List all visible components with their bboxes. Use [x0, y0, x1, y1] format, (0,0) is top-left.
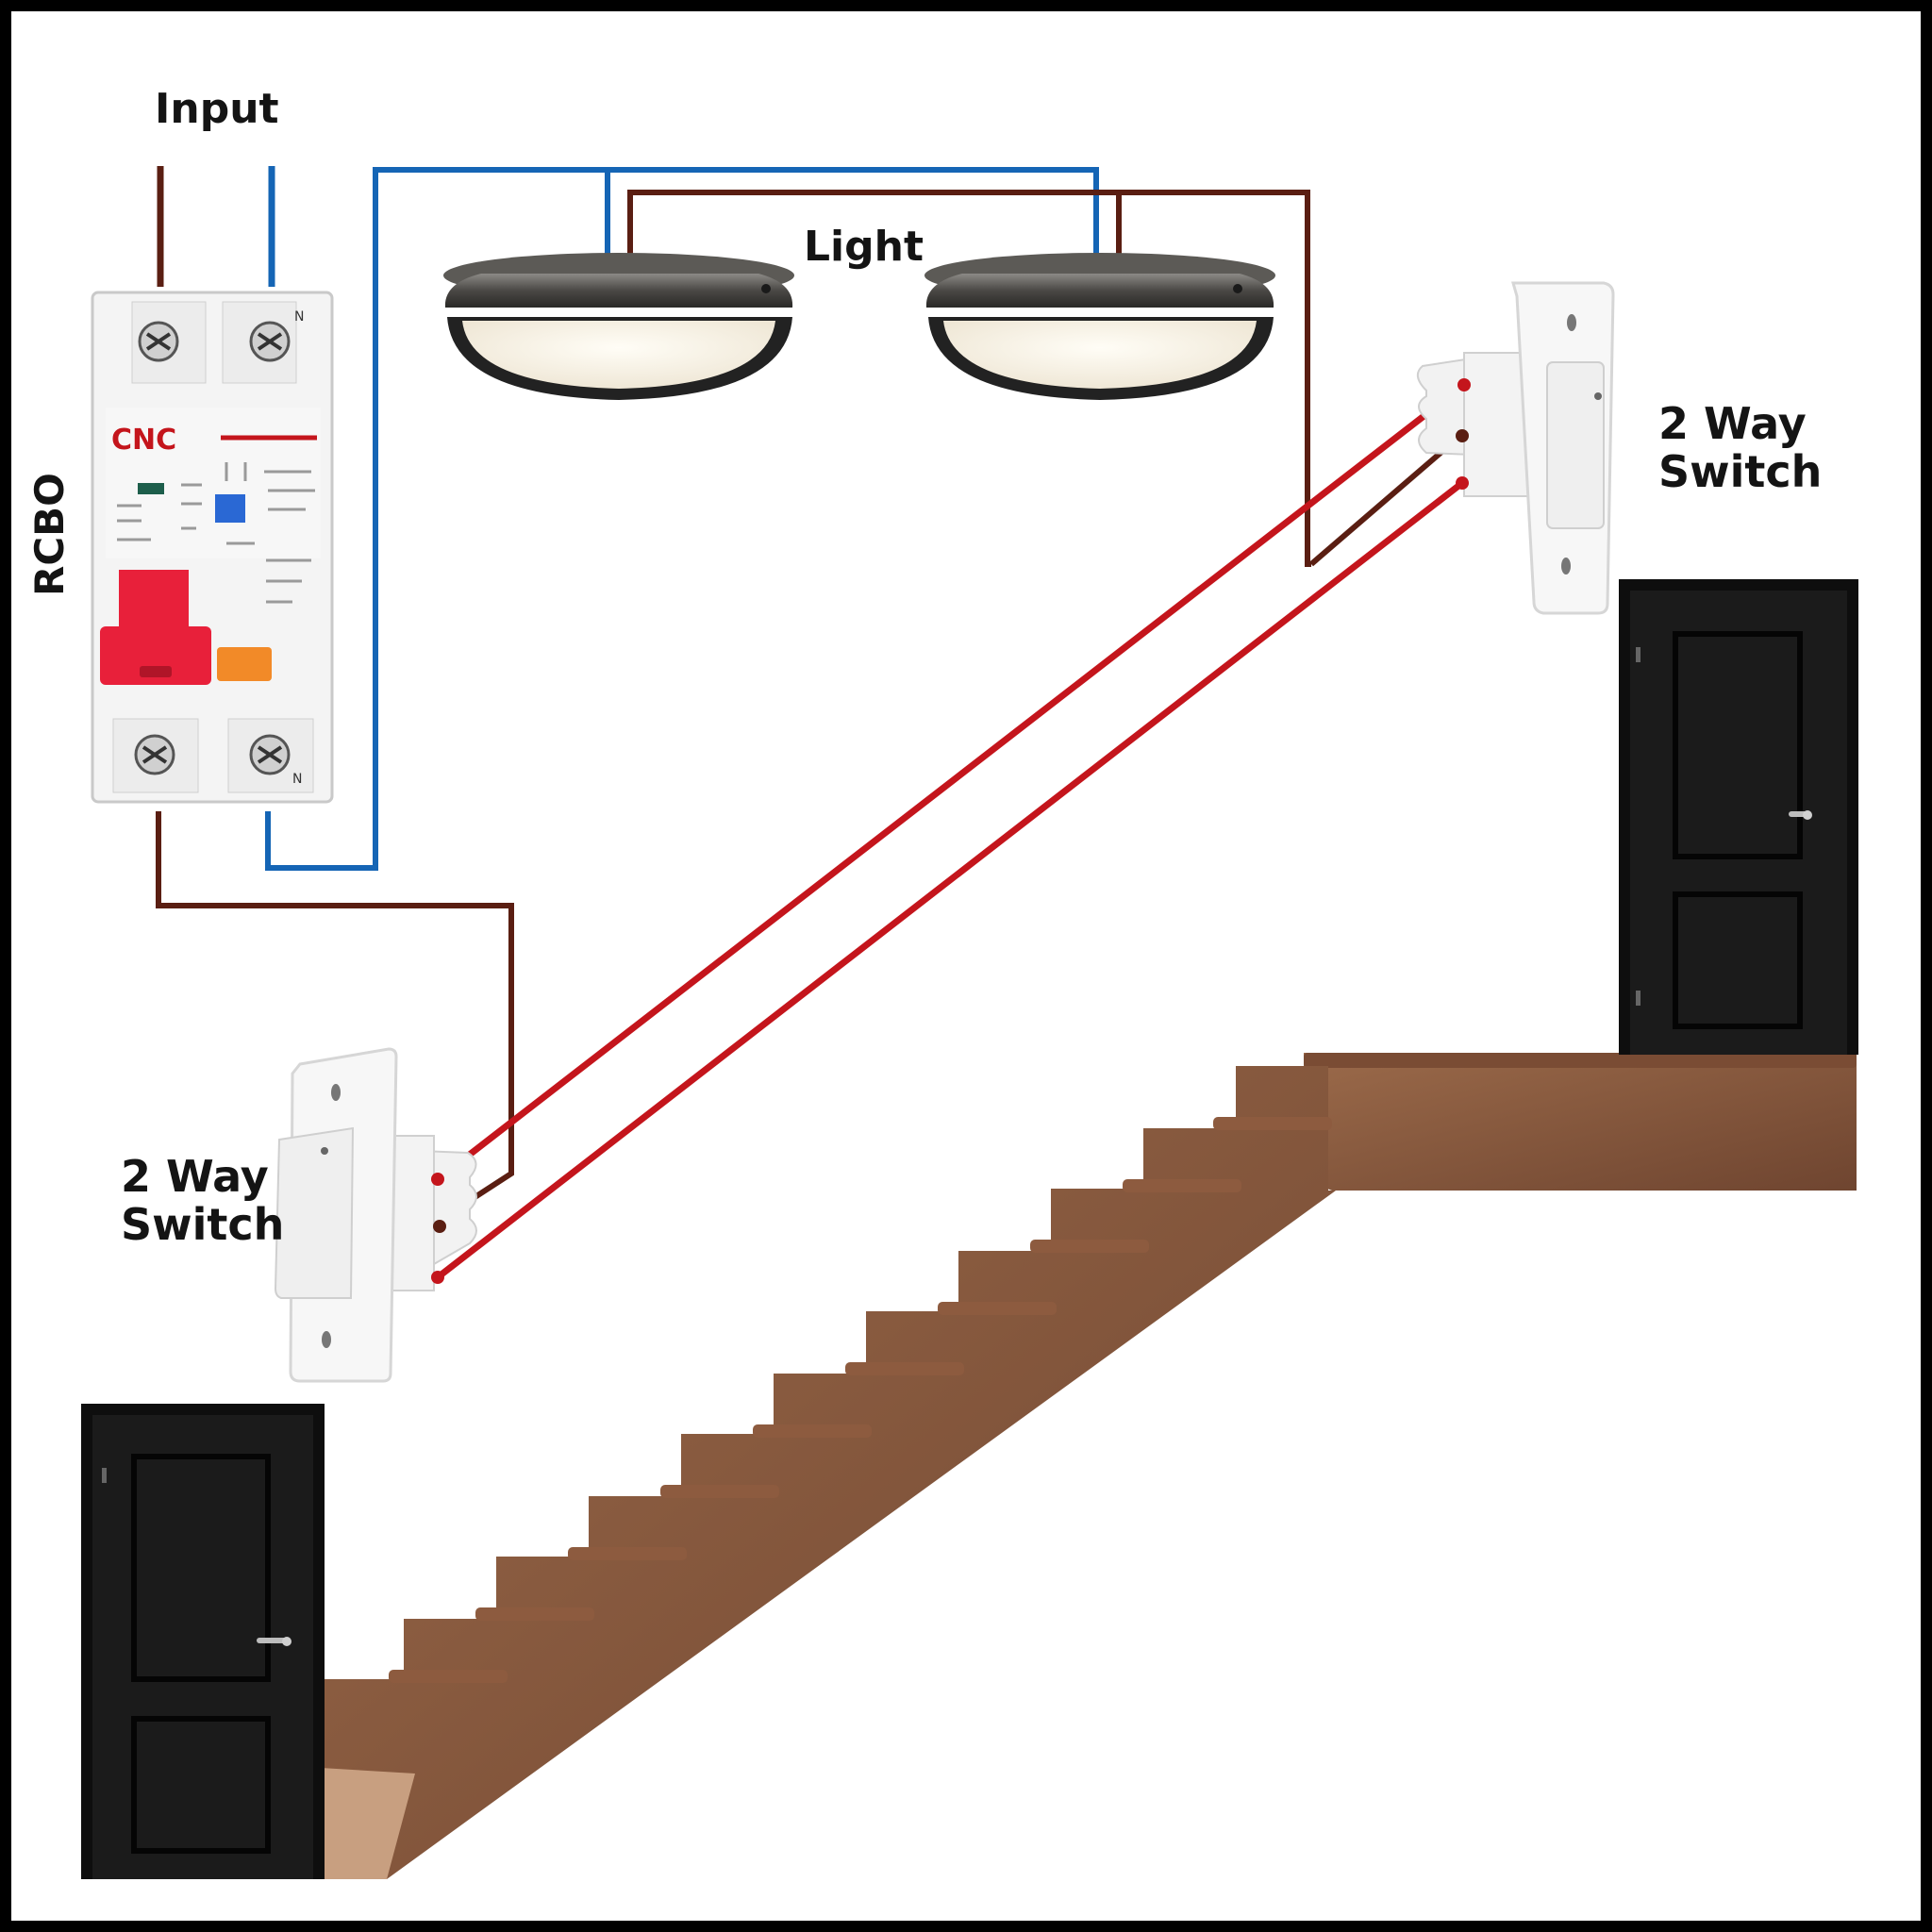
ceiling-light-left	[443, 253, 794, 400]
stair-steps	[321, 1066, 1336, 1879]
stair-landing-nosing	[1304, 1053, 1857, 1068]
wires	[156, 166, 1467, 1280]
switch-right-label-line2: Switch	[1658, 445, 1823, 497]
ceiling-light-right	[924, 253, 1275, 400]
rcbo-terminal-screw	[138, 321, 179, 362]
rcbo-test-button	[217, 647, 272, 681]
rcbo-terminal-screw	[249, 321, 291, 362]
switch-left-label: 2 Way Switch	[121, 1153, 284, 1248]
switch-right-label-line1: 2 Way	[1658, 398, 1807, 449]
stair-landing	[1304, 1053, 1857, 1191]
door-upper	[1619, 579, 1858, 1055]
stair-floor	[321, 1768, 415, 1879]
wire-strapper-top	[435, 382, 1467, 1182]
door-lower	[81, 1404, 325, 1879]
two-way-switch-right	[1416, 281, 1615, 615]
wire-strapper-bottom	[435, 480, 1465, 1280]
switch-left-label-line1: 2 Way	[121, 1151, 269, 1202]
rcbo-neutral-mark: N	[292, 772, 302, 787]
stair-treads	[389, 1117, 1332, 1683]
rcbo-label: RCBO	[26, 473, 73, 596]
two-way-switch-left	[274, 1047, 477, 1383]
staircase	[321, 1053, 1857, 1879]
rcbo-terminal-screw	[134, 734, 175, 775]
switch-right-label: 2 Way Switch	[1658, 400, 1822, 495]
wire-right-switch-common	[1309, 433, 1462, 567]
wire-switch-to-lights	[627, 190, 1311, 567]
wire-neutral-to-lights	[265, 167, 1099, 871]
rcbo-neutral-mark: N	[294, 309, 304, 325]
rcbo-brand: CNC	[111, 424, 176, 457]
rcbo-terminal-screw	[249, 734, 291, 775]
rcbo-device: CNC N N	[91, 291, 334, 804]
rcbo-lever-base	[100, 626, 211, 685]
input-label: Input	[155, 85, 279, 133]
light-label: Light	[804, 223, 924, 271]
rcbo-lever	[119, 570, 189, 626]
wire-live-to-left-switch	[156, 811, 514, 1222]
switch-left-label-line2: Switch	[121, 1198, 285, 1250]
